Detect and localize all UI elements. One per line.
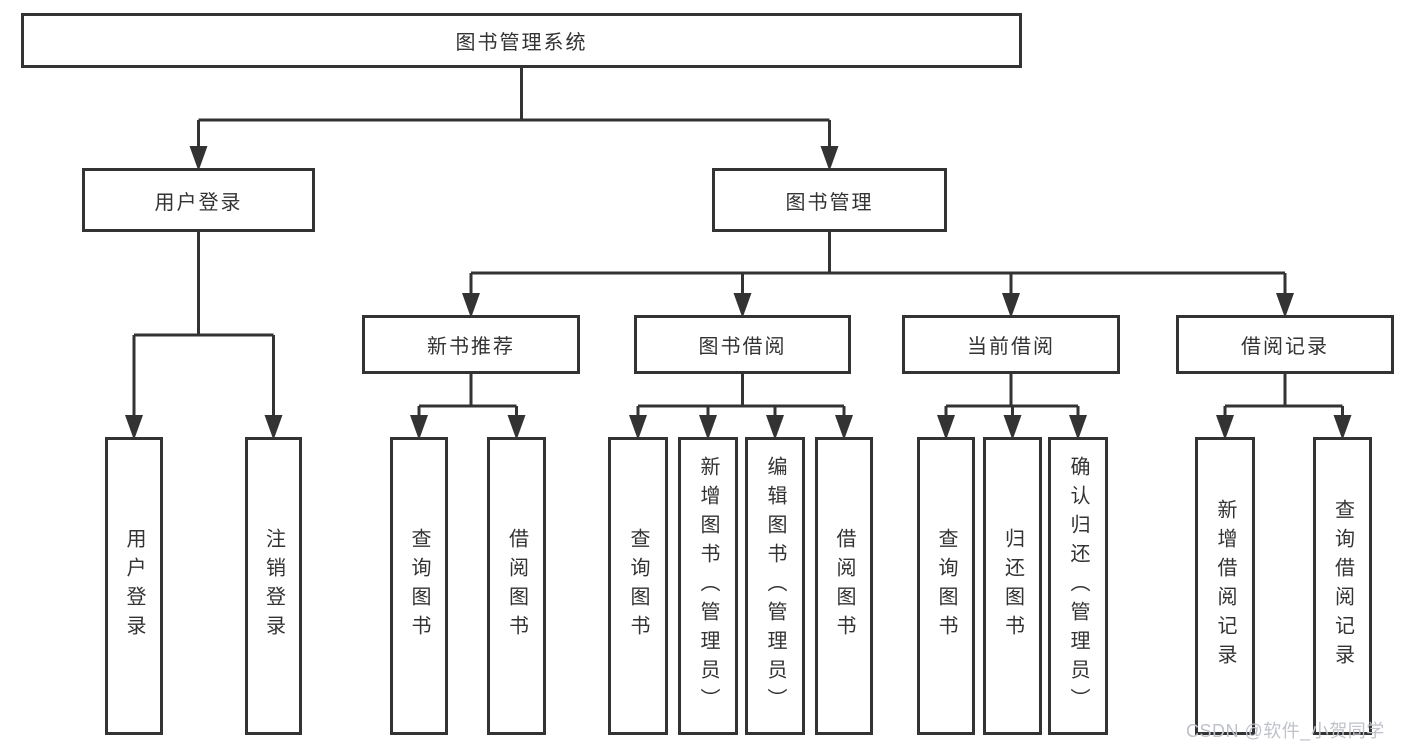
leaf-confirm-return-admin: 确认归还（管理员）: [1048, 437, 1108, 735]
arrowhead: [1216, 415, 1234, 440]
leaf-logout: 注销登录: [245, 437, 302, 735]
arrowhead: [189, 146, 208, 171]
node-new-book-recommend: 新书推荐: [362, 315, 580, 374]
arrowhead: [699, 415, 717, 440]
arrowhead: [1276, 293, 1294, 318]
node-label: 用户登录: [154, 191, 243, 214]
leaf-add-borrow-record: 新增借阅记录: [1195, 437, 1255, 735]
node-label: 注销登录: [262, 528, 285, 644]
node-label: 借阅图书: [833, 528, 855, 644]
leaf-return-books: 归还图书: [983, 437, 1042, 735]
node-label: 借阅图书: [505, 528, 528, 644]
arrowhead: [1003, 415, 1022, 440]
node-label: 新书推荐: [427, 336, 515, 358]
arrowhead: [937, 415, 955, 440]
node-book-borrowing: 图书借阅: [634, 315, 851, 374]
leaf-query-books-current: 查询图书: [917, 437, 975, 735]
arrowhead: [507, 415, 526, 440]
node-label: 图书管理系统: [455, 32, 588, 54]
leaf-query-books-recommend: 查询图书: [390, 437, 448, 735]
arrowheads: [125, 146, 1352, 440]
node-label: 确认归还（管理员）: [1067, 455, 1089, 717]
arrowhead: [820, 146, 839, 171]
arrowhead: [125, 415, 143, 440]
leaf-borrow-books-recommend: 借阅图书: [487, 437, 546, 735]
node-label: 用户登录: [123, 528, 145, 644]
node-label: 归还图书: [1001, 528, 1024, 644]
node-library-management-system: 图书管理系统: [21, 13, 1022, 68]
leaf-add-books-admin: 新增图书（管理员）: [678, 437, 738, 735]
node-book-management: 图书管理: [712, 168, 947, 232]
arrowhead: [1002, 293, 1020, 318]
leaf-query-borrow-record: 查询借阅记录: [1313, 437, 1372, 735]
leaf-query-books-borrow: 查询图书: [608, 437, 668, 735]
arrowhead: [264, 415, 283, 440]
node-label: 新增图书（管理员）: [697, 455, 719, 717]
node-current-borrowing: 当前借阅: [902, 315, 1120, 374]
node-label: 新增借阅记录: [1214, 499, 1236, 673]
leaf-user-login: 用户登录: [105, 437, 163, 735]
arrowhead: [766, 415, 784, 440]
arrowhead: [629, 415, 647, 440]
node-user-login: 用户登录: [82, 168, 315, 232]
arrowhead: [1333, 415, 1352, 440]
node-label: 查询图书: [627, 528, 649, 644]
node-label: 图书管理: [785, 191, 874, 214]
node-label: 查询图书: [408, 528, 430, 644]
node-label: 编辑图书（管理员）: [764, 455, 786, 717]
leaf-borrow-books: 借阅图书: [815, 437, 873, 735]
arrowhead: [462, 293, 480, 318]
node-label: 查询图书: [935, 528, 957, 644]
arrowhead: [733, 293, 752, 318]
arrowhead: [1069, 415, 1087, 440]
arrowhead: [835, 415, 853, 440]
arrowhead: [410, 415, 428, 440]
node-label: 借阅记录: [1241, 336, 1329, 358]
node-label: 当前借阅: [967, 336, 1055, 358]
node-label: 图书借阅: [698, 336, 787, 358]
csdn-watermark: CSDN @软件_小贺同学: [1186, 721, 1385, 741]
node-borrowing-records: 借阅记录: [1176, 315, 1394, 374]
node-label: 查询借阅记录: [1331, 499, 1354, 673]
leaf-edit-books-admin: 编辑图书（管理员）: [745, 437, 805, 735]
